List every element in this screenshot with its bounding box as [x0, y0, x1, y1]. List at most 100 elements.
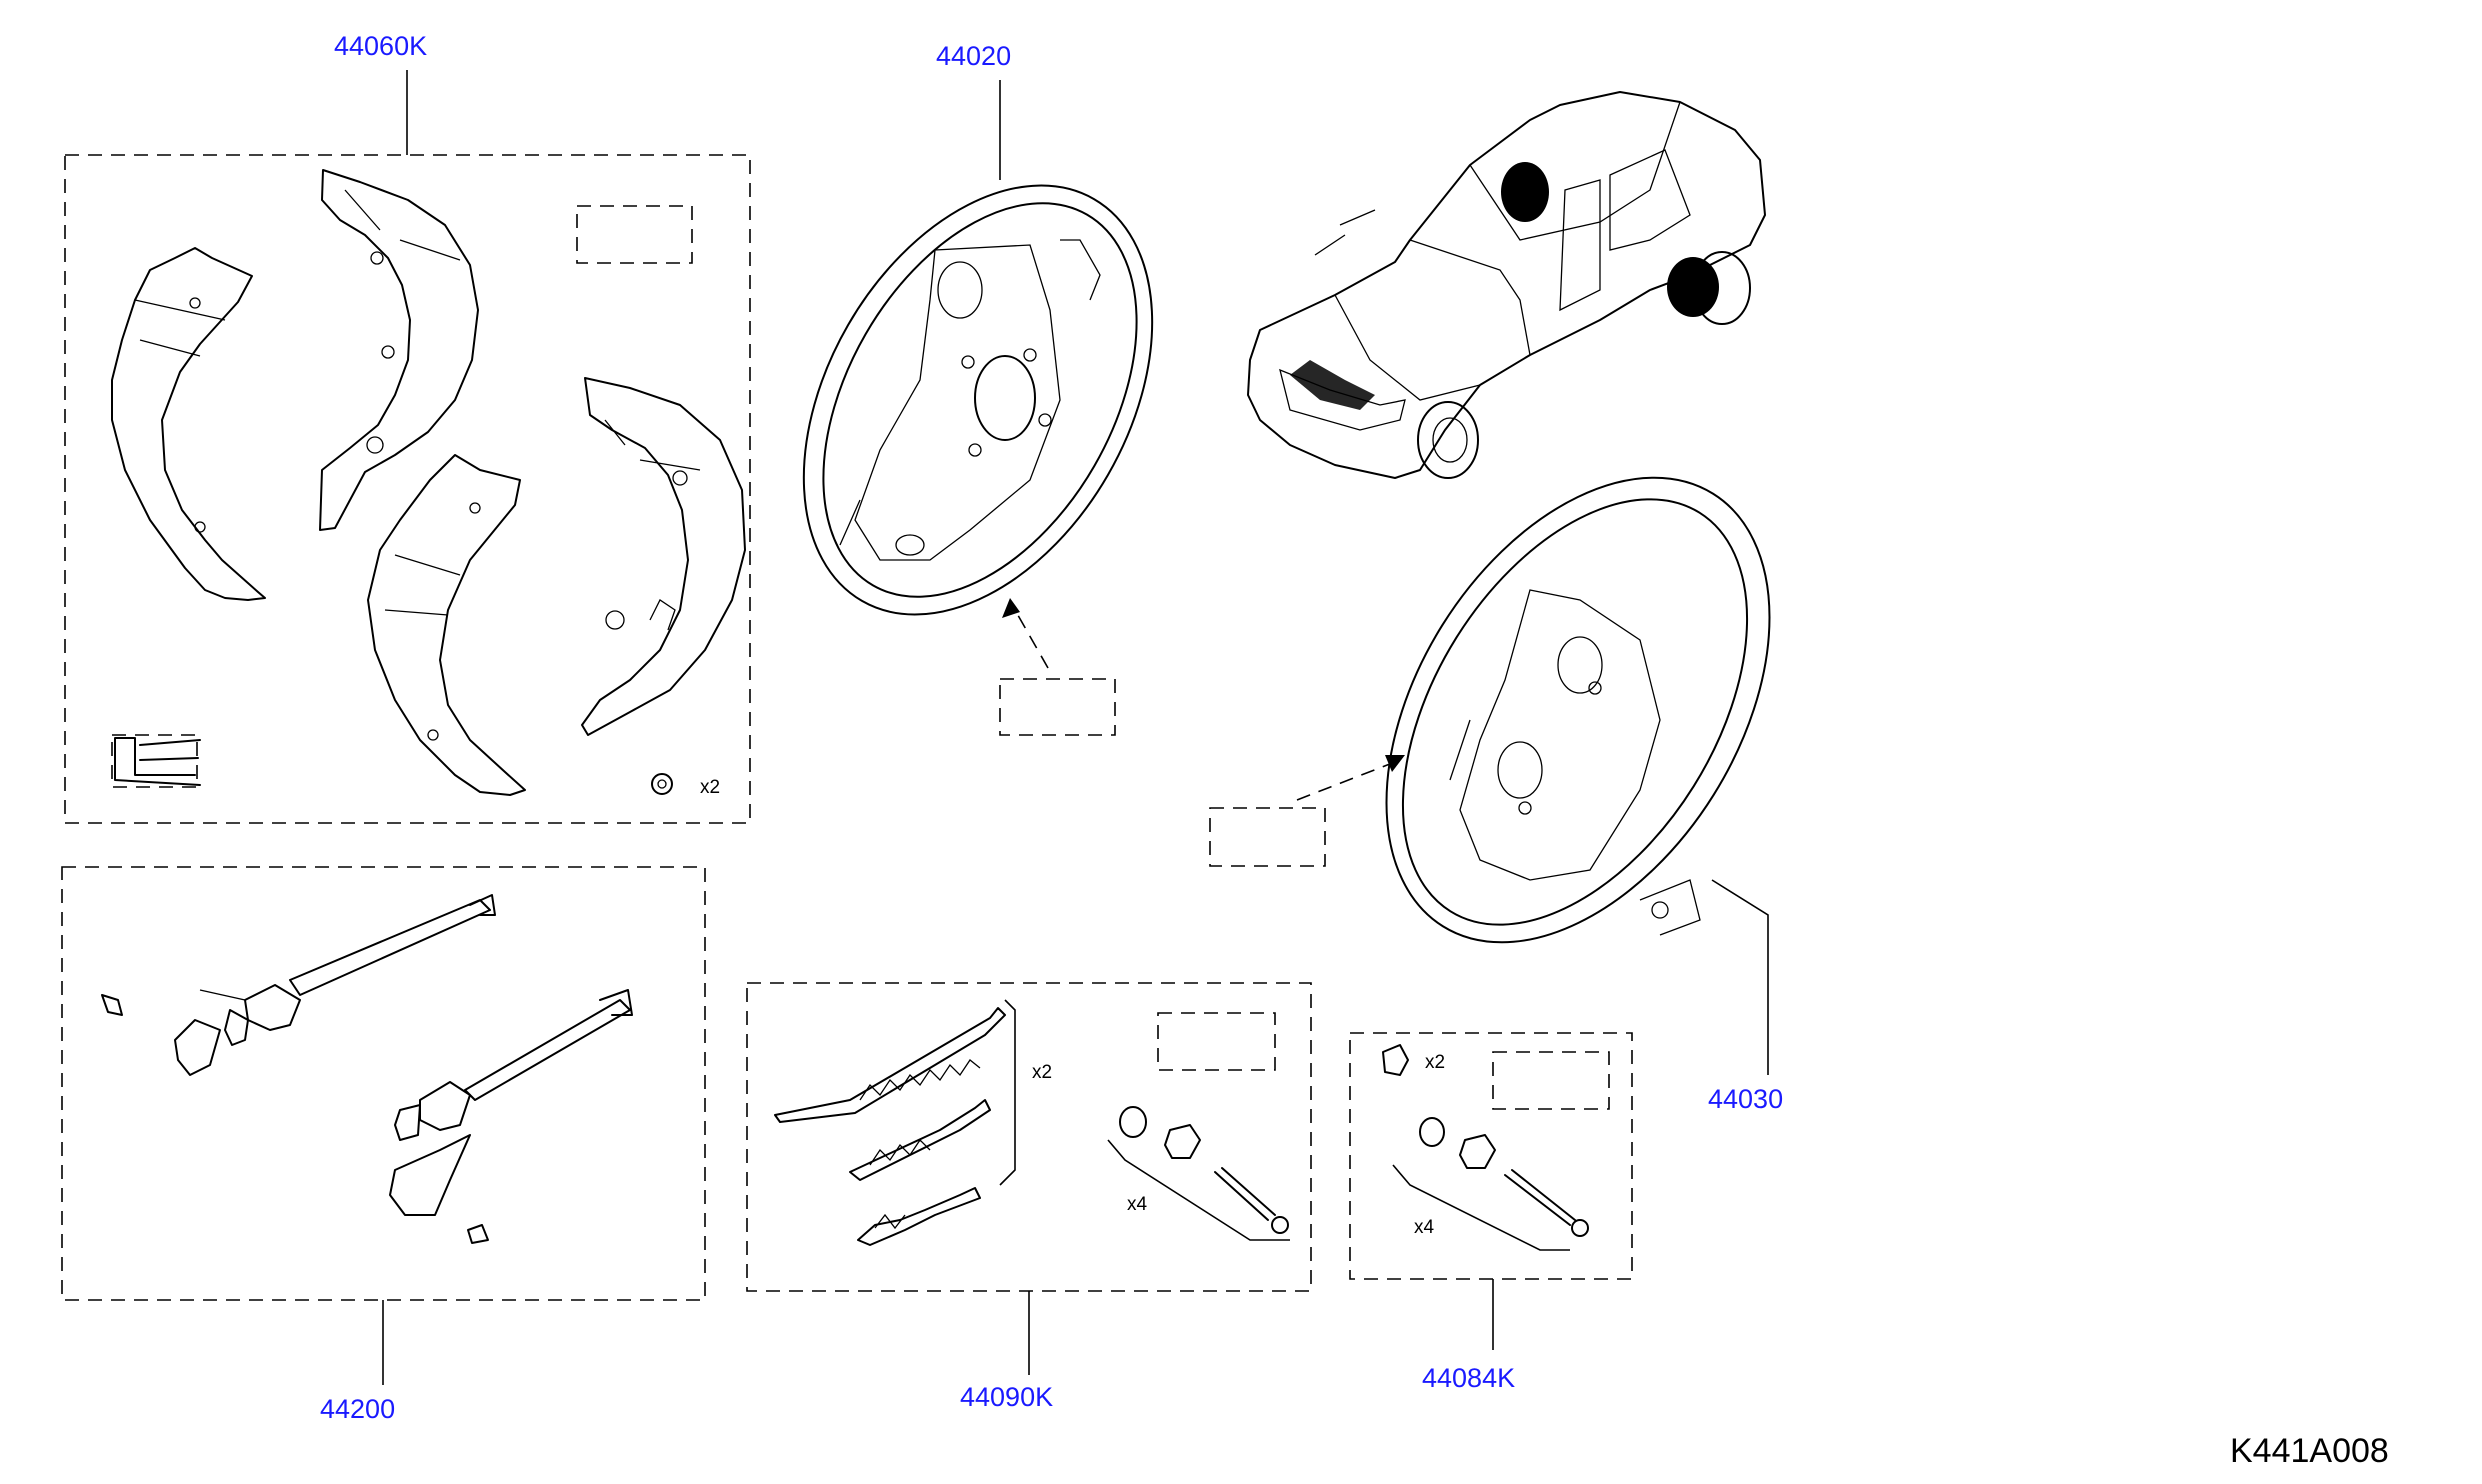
adjuster-link — [199, 989, 246, 1001]
shoe-hole — [189, 297, 201, 309]
pin-bracket — [1107, 1139, 1290, 1241]
hold-down-kit-pins-qty: x4 — [1414, 1217, 1435, 1238]
adjuster-lever-upper — [174, 1019, 221, 1076]
car-grille-fill — [1290, 360, 1375, 410]
shoe-kit-cup-icon — [651, 773, 673, 795]
back-plate-right-placeholder-box — [1209, 807, 1326, 867]
back-plate-left-part-number[interactable]: 44020 — [936, 41, 1011, 71]
adjuster-part-number[interactable]: 44200 — [320, 1394, 395, 1424]
adjuster-pin-lower — [467, 1224, 489, 1244]
hold-down-cup-icon — [1119, 1106, 1147, 1138]
adjuster-pin-upper — [101, 994, 123, 1016]
shoe-hole — [366, 436, 384, 454]
back-plate-right-boss — [1459, 589, 1661, 881]
shoe-kit-clip-qty: x2 — [700, 777, 720, 798]
hold-down-kit-washer-icon — [1419, 1117, 1445, 1147]
back-plate-right-hub-hole — [1497, 741, 1543, 799]
car-mirror — [1314, 209, 1376, 256]
shoe-hole — [370, 251, 384, 265]
bolt-hole — [961, 355, 975, 369]
back-plate-left-hub-hole — [974, 355, 1036, 441]
shoe-kit-part-number[interactable]: 44060K — [334, 31, 427, 61]
spring-coils — [859, 1059, 981, 1101]
hold-down-kit-part-number[interactable]: 44084K — [1422, 1363, 1515, 1393]
bolt-hole — [1038, 413, 1052, 427]
brake-shoe-lower-lining — [384, 554, 461, 616]
back-plate-right-group: 44030 — [1209, 476, 1783, 1114]
bolt-hole — [968, 443, 982, 457]
bolt-hole — [1651, 901, 1669, 919]
back-plate-left-group: 44020 — [802, 41, 1154, 736]
back-plate-left-details — [839, 239, 1101, 546]
car-body-lines — [1334, 101, 1681, 401]
car-windows — [1559, 149, 1691, 312]
spring-kit-pins-qty: x4 — [1127, 1194, 1148, 1215]
hold-down-kit-cup-qty: x2 — [1425, 1052, 1445, 1073]
shoe-kit-placeholder-box — [576, 205, 693, 264]
hold-down-kit-frame — [1349, 1032, 1633, 1280]
adjuster-rod-upper — [289, 894, 496, 996]
return-spring-short — [857, 1187, 981, 1246]
brake-shoe-left-lining — [134, 299, 226, 357]
bolt-hole — [1518, 801, 1532, 815]
back-plate-right-pointer — [1296, 759, 1401, 801]
back-plate-left-pointer — [1014, 609, 1049, 669]
hold-down-kit-cup-icon — [1382, 1044, 1409, 1076]
back-plate-left-placeholder-box — [999, 678, 1116, 736]
spring-coils — [869, 1138, 931, 1166]
spring-kit-part-number[interactable]: 44090K — [960, 1382, 1053, 1412]
bolt-hole — [1588, 681, 1602, 695]
hold-down-kit-pin-head-icon — [1571, 1219, 1589, 1237]
spring-kit-group: 44090K x2 x4 — [746, 982, 1312, 1412]
shoe-clip-icon — [114, 737, 201, 786]
back-plate-left-boss — [854, 244, 1061, 561]
shoe-hole — [381, 345, 395, 359]
adjuster-nut-upper — [244, 984, 301, 1031]
return-spring-long — [774, 1007, 1006, 1123]
adjuster-fork-upper — [224, 1009, 249, 1046]
back-plate-left-cylinder-hole — [937, 261, 983, 319]
shoe-hole — [469, 502, 481, 514]
back-plate-left-hole — [895, 534, 925, 556]
diagram-code: K441A008 — [2230, 1432, 2389, 1470]
arrow-head-icon — [1385, 755, 1405, 772]
back-plate-right-rim — [1401, 498, 1749, 926]
spring-kit-placeholder-box — [1157, 1012, 1276, 1071]
shoe-hole — [605, 610, 625, 630]
hold-down-pin-icon — [1214, 1167, 1276, 1221]
brake-shoe-left — [111, 247, 266, 601]
hold-down-kit-group: 44084K x2 x4 — [1349, 1032, 1633, 1393]
hold-down-kit-bracket — [1392, 1164, 1570, 1251]
adjuster-fork-lower — [394, 1104, 421, 1141]
vehicle-illustration — [1247, 91, 1766, 479]
brake-shoe-right — [581, 377, 746, 736]
shoe-kit-cup-inner — [657, 779, 667, 789]
adjuster-frame — [61, 866, 706, 1301]
car-body — [1247, 91, 1766, 479]
shoe-hole — [672, 470, 688, 486]
back-plate-right-cylinder-hole — [1557, 636, 1603, 694]
hold-down-kit-spring-icon — [1459, 1134, 1496, 1169]
bolt-hole — [1023, 348, 1037, 362]
arrow-head-icon — [1002, 598, 1020, 618]
back-plate-right-part-number[interactable]: 44030 — [1708, 1084, 1783, 1114]
shoe-stamp-marking — [649, 599, 676, 631]
return-spring-medium — [849, 1099, 991, 1181]
hold-down-pin-head-icon — [1271, 1216, 1289, 1234]
spring-kit-springs-qty: x2 — [1032, 1062, 1052, 1083]
car-front-hub — [1432, 417, 1468, 463]
rear-right-brake-location-marker — [1667, 257, 1719, 317]
shoe-hole — [194, 521, 206, 533]
shoe-kit-group: 44060K x2 — [64, 31, 751, 824]
hold-down-spring-icon — [1164, 1124, 1201, 1159]
brake-shoe-upper — [319, 169, 479, 531]
adjuster-group: 44200 — [61, 866, 706, 1424]
spring-kit-frame — [746, 982, 1312, 1292]
rear-left-brake-location-marker — [1501, 162, 1549, 222]
brake-shoe-lower — [367, 454, 526, 796]
spring-coils — [874, 1213, 906, 1230]
back-plate-left-outer — [802, 184, 1154, 616]
back-plate-left-rim — [822, 202, 1138, 598]
back-plate-right-details — [1449, 719, 1701, 936]
